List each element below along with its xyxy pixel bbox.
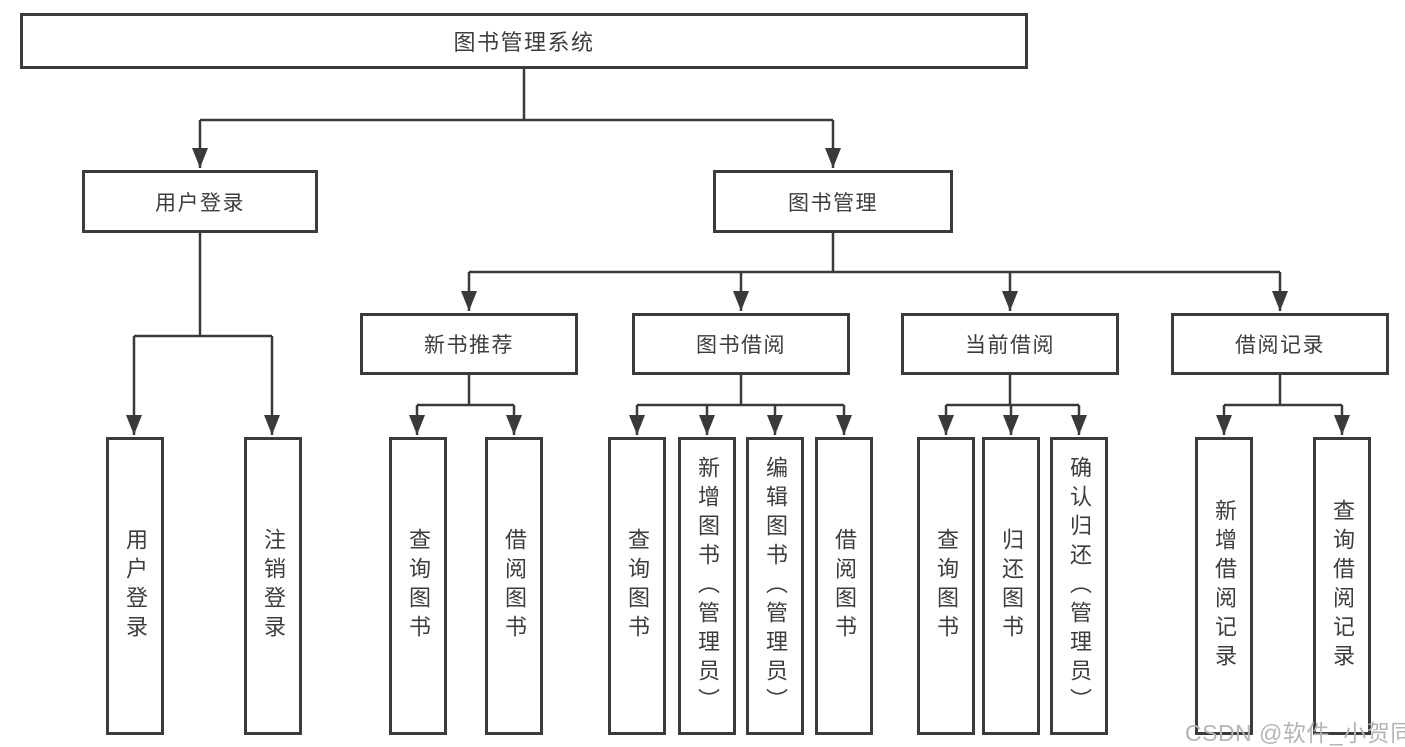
node-label: 查询图书 bbox=[934, 528, 959, 644]
node-label: 用户登录 bbox=[123, 528, 148, 644]
connector-skeleton bbox=[134, 69, 1342, 407]
node-book-borrowing: 图书借阅 bbox=[632, 313, 850, 375]
node-label: 当前借阅 bbox=[965, 334, 1055, 357]
leaf-records-query-record: 查询借阅记录 bbox=[1313, 437, 1371, 735]
leaf-records-add-record: 新增借阅记录 bbox=[1195, 437, 1253, 735]
node-label: 新增图书（管理员） bbox=[695, 455, 720, 717]
leaf-user-login: 用户登录 bbox=[106, 437, 164, 735]
leaf-borrow-query-books: 查询图书 bbox=[608, 437, 666, 735]
node-new-book-recommendation: 新书推荐 bbox=[360, 313, 578, 375]
node-library-system: 图书管理系统 bbox=[20, 13, 1028, 69]
node-current-borrowing: 当前借阅 bbox=[901, 313, 1119, 375]
node-label: 编辑图书（管理员） bbox=[763, 455, 788, 717]
node-label: 确认归还（管理员） bbox=[1067, 455, 1092, 717]
leaf-current-query-books: 查询图书 bbox=[917, 437, 975, 735]
node-user-login: 用户登录 bbox=[82, 170, 318, 233]
node-label: 新书推荐 bbox=[424, 334, 514, 357]
node-label: 查询借阅记录 bbox=[1330, 499, 1355, 673]
leaf-recommend-borrow-books: 借阅图书 bbox=[485, 437, 543, 735]
node-label: 图书管理 bbox=[788, 191, 878, 215]
node-label: 图书管理系统 bbox=[453, 30, 595, 55]
node-book-management: 图书管理 bbox=[713, 170, 953, 233]
node-label: 注销登录 bbox=[261, 528, 286, 644]
node-label: 借阅图书 bbox=[502, 528, 527, 644]
leaf-logout: 注销登录 bbox=[244, 437, 302, 735]
node-label: 新增借阅记录 bbox=[1212, 499, 1237, 673]
node-label: 查询图书 bbox=[625, 528, 650, 644]
node-borrowing-records: 借阅记录 bbox=[1171, 313, 1389, 375]
leaf-current-confirm-return-admin: 确认归还（管理员） bbox=[1050, 437, 1108, 735]
node-label: 借阅图书 bbox=[832, 528, 857, 644]
leaf-borrow-edit-books-admin: 编辑图书（管理员） bbox=[746, 437, 804, 735]
leaf-current-return-books: 归还图书 bbox=[982, 437, 1040, 735]
leaf-recommend-query-books: 查询图书 bbox=[389, 437, 447, 735]
csdn-watermark: CSDN @软件_小贺同学 bbox=[1185, 720, 1405, 746]
node-label: 用户登录 bbox=[155, 191, 245, 215]
node-label: 图书借阅 bbox=[696, 334, 786, 357]
node-label: 归还图书 bbox=[999, 528, 1024, 644]
node-label: 查询图书 bbox=[406, 528, 431, 644]
leaf-borrow-add-books-admin: 新增图书（管理员） bbox=[678, 437, 736, 735]
node-label: 借阅记录 bbox=[1235, 334, 1325, 357]
leaf-borrow-borrow-books: 借阅图书 bbox=[815, 437, 873, 735]
